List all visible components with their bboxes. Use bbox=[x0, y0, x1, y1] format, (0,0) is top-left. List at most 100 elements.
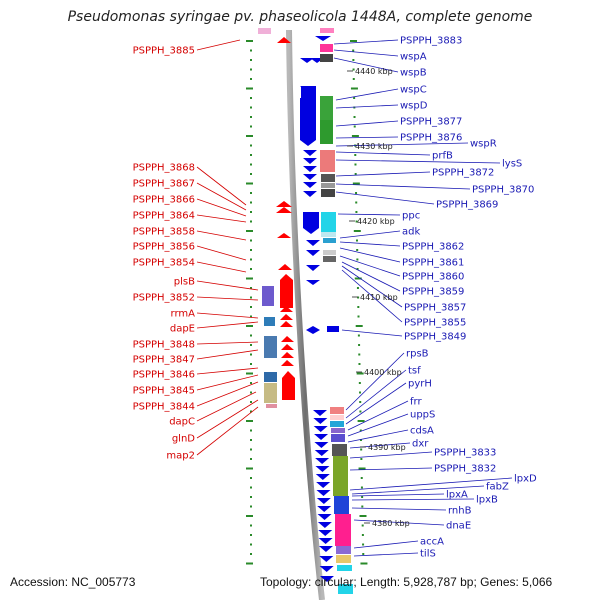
gene-label: plsB bbox=[174, 277, 195, 288]
gene-label: rrmA bbox=[171, 309, 196, 320]
tick-mark bbox=[250, 106, 252, 109]
tick-mark bbox=[250, 59, 252, 61]
gene-label: frr bbox=[410, 397, 422, 408]
leader-line bbox=[351, 498, 475, 501]
leader-line bbox=[335, 151, 431, 156]
leader-line bbox=[353, 540, 419, 549]
tick-mark bbox=[250, 287, 252, 289]
leader-line bbox=[196, 406, 259, 456]
gene-arrow bbox=[306, 240, 320, 246]
topology-text: Topology: circular; Length: 5,928,787 bp… bbox=[260, 575, 553, 589]
feature-block bbox=[330, 415, 344, 420]
feature-block bbox=[262, 286, 274, 306]
leader-line bbox=[335, 191, 435, 205]
tick-mark bbox=[357, 334, 360, 337]
gene-label: PSPPH_3847 bbox=[133, 355, 195, 366]
gene-label: lysS bbox=[502, 159, 522, 170]
leader-line bbox=[196, 261, 247, 273]
gene-label: PSPPH_3868 bbox=[133, 163, 195, 174]
leader-line bbox=[196, 312, 259, 319]
tick-mark bbox=[350, 87, 358, 90]
leader-line bbox=[349, 451, 433, 459]
gene-label: fabZ bbox=[486, 482, 509, 493]
tick-mark bbox=[250, 344, 252, 346]
map-title: Pseudomonas syringae pv. phaseolicola 14… bbox=[67, 9, 533, 25]
left-feature-blocks bbox=[262, 286, 277, 408]
tick-mark bbox=[250, 458, 252, 460]
gene-label: PSPPH_3883 bbox=[400, 36, 462, 47]
gene-label: tilS bbox=[420, 549, 436, 560]
gene-arrow bbox=[314, 450, 329, 456]
tick-mark bbox=[361, 505, 364, 508]
tick-mark bbox=[250, 144, 252, 147]
gene-label: cdsA bbox=[410, 426, 434, 437]
tick-mark bbox=[250, 268, 252, 270]
feature-block bbox=[323, 238, 336, 243]
gene-label: tsf bbox=[408, 366, 421, 377]
tick-mark bbox=[357, 315, 360, 318]
feature-block bbox=[320, 28, 334, 33]
feature-block bbox=[320, 120, 333, 144]
tick-mark bbox=[250, 211, 252, 213]
tick-mark bbox=[250, 401, 252, 403]
leader-line bbox=[349, 467, 433, 471]
gene-label: PSPPH_3832 bbox=[434, 464, 496, 475]
feature-block bbox=[338, 584, 353, 594]
gene-arrow bbox=[315, 466, 330, 472]
right-tick-column bbox=[350, 40, 368, 565]
gene-arrow bbox=[319, 566, 334, 572]
gene-arrow bbox=[315, 474, 330, 480]
gene-label: pyrH bbox=[408, 379, 432, 390]
tick-mark bbox=[250, 163, 252, 166]
tick-mark bbox=[246, 135, 253, 137]
gene-label: uppS bbox=[410, 410, 435, 421]
reverse-strand-features-lower bbox=[313, 410, 334, 582]
gene-label: PSPPH_3858 bbox=[133, 227, 195, 238]
tick-mark bbox=[250, 201, 252, 204]
tick-mark bbox=[357, 296, 360, 299]
right-feature-blocks-upper bbox=[320, 44, 336, 262]
tick-mark bbox=[250, 220, 252, 223]
leader-line bbox=[335, 136, 399, 139]
feature-block bbox=[321, 174, 335, 182]
tick-mark bbox=[250, 306, 252, 308]
leader-line bbox=[335, 159, 501, 164]
tick-mark bbox=[352, 78, 355, 80]
tick-mark bbox=[356, 258, 359, 261]
gene-label: PSPPH_3846 bbox=[133, 370, 195, 381]
reverse-strand-features bbox=[300, 36, 339, 334]
feature-block bbox=[321, 212, 336, 232]
leader-line bbox=[353, 552, 419, 557]
tick-mark bbox=[250, 543, 252, 546]
tick-mark bbox=[359, 410, 362, 413]
gene-arrow bbox=[278, 264, 292, 270]
tick-mark bbox=[250, 258, 252, 261]
feature-block bbox=[336, 546, 351, 554]
tick-mark bbox=[246, 230, 253, 232]
tick-mark bbox=[250, 116, 252, 118]
tick-mark bbox=[250, 524, 252, 527]
gene-arrow bbox=[306, 280, 320, 285]
kbp-label: 4440 kbp bbox=[355, 67, 393, 76]
feature-block bbox=[320, 54, 333, 62]
gene-arrow bbox=[306, 250, 320, 256]
tick-mark bbox=[358, 344, 361, 346]
gene-arrow bbox=[303, 212, 319, 234]
feature-block bbox=[330, 421, 344, 427]
gene-arrow bbox=[315, 458, 330, 464]
tick-mark bbox=[353, 125, 356, 128]
genome-backbone bbox=[286, 29, 325, 601]
gene-label: PSPPH_3872 bbox=[432, 168, 494, 179]
gene-label: PSPPH_3876 bbox=[400, 133, 462, 144]
leader-line bbox=[335, 142, 469, 147]
leader-line bbox=[196, 214, 247, 223]
tick-mark bbox=[355, 201, 358, 204]
gene-arrow bbox=[280, 314, 293, 320]
accession-text: Accession: NC_005773 bbox=[10, 575, 136, 589]
tick-mark bbox=[356, 268, 359, 270]
gene-arrow bbox=[314, 442, 329, 448]
leader-line bbox=[351, 493, 445, 497]
tick-mark bbox=[355, 220, 358, 223]
gene-arrow bbox=[276, 201, 292, 207]
tick-mark bbox=[361, 496, 364, 498]
